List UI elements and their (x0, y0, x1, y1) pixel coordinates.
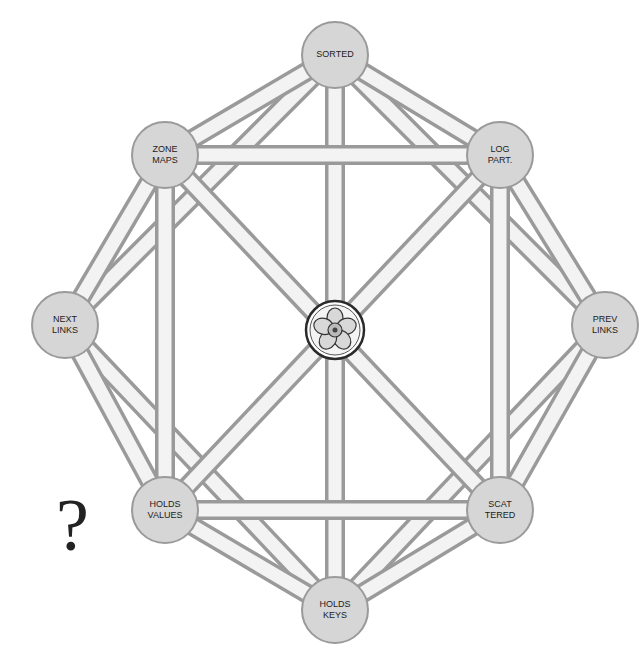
band-edge (193, 526, 308, 594)
band-edge (81, 183, 149, 298)
band-face (362, 72, 472, 139)
band-face (516, 353, 589, 482)
band-edge (490, 187, 510, 478)
band-connector (193, 71, 308, 139)
band-edge (197, 145, 468, 165)
band-edge (197, 500, 468, 520)
node-label: ZONE MAPS (143, 144, 187, 167)
band-edge (516, 353, 589, 482)
node-label: SORTED (313, 49, 357, 60)
band-face (193, 71, 308, 139)
band-edge (193, 71, 308, 139)
node-label: SCAT TERED (478, 499, 522, 522)
circle-node: SORTED (301, 21, 369, 89)
band-edge (362, 527, 472, 594)
band-face (197, 149, 468, 162)
band-face (193, 526, 308, 594)
band-edge (80, 353, 150, 482)
band-connector (193, 526, 308, 594)
node-label: HOLDS VALUES (143, 499, 187, 522)
band-face (197, 504, 468, 517)
band-face (81, 183, 149, 298)
circle-node: NEXT LINKS (31, 291, 99, 359)
band-face (362, 527, 472, 594)
node-label: NEXT LINKS (43, 314, 87, 337)
circle-node: HOLDS VALUES (131, 476, 199, 544)
band-edge (155, 187, 175, 478)
band-face (80, 353, 150, 482)
band-connector (80, 353, 150, 482)
glyph-label: ? (56, 488, 89, 562)
band-connector (517, 182, 588, 298)
band-edge (362, 72, 472, 139)
band-face (159, 187, 172, 478)
band-connector (516, 353, 589, 482)
circle-node: SCAT TERED (466, 476, 534, 544)
circle-node: HOLDS KEYS (301, 576, 369, 644)
band-connector (500, 187, 501, 478)
node-label: PREV LINKS (583, 314, 627, 337)
band-connector (81, 183, 149, 298)
node-label: LOG PART. (478, 144, 522, 167)
circle-node: ZONE MAPS (131, 121, 199, 189)
band-connector (362, 72, 472, 139)
node-label: HOLDS KEYS (313, 599, 357, 622)
band-connector (197, 510, 468, 511)
circle-node: PREV LINKS (571, 291, 639, 359)
band-face (517, 182, 588, 298)
band-face (494, 187, 507, 478)
band-connector (197, 155, 468, 156)
band-connector (362, 527, 472, 594)
circle-node: LOG PART. (466, 121, 534, 189)
band-connector (165, 187, 166, 478)
band-edge (517, 182, 588, 298)
